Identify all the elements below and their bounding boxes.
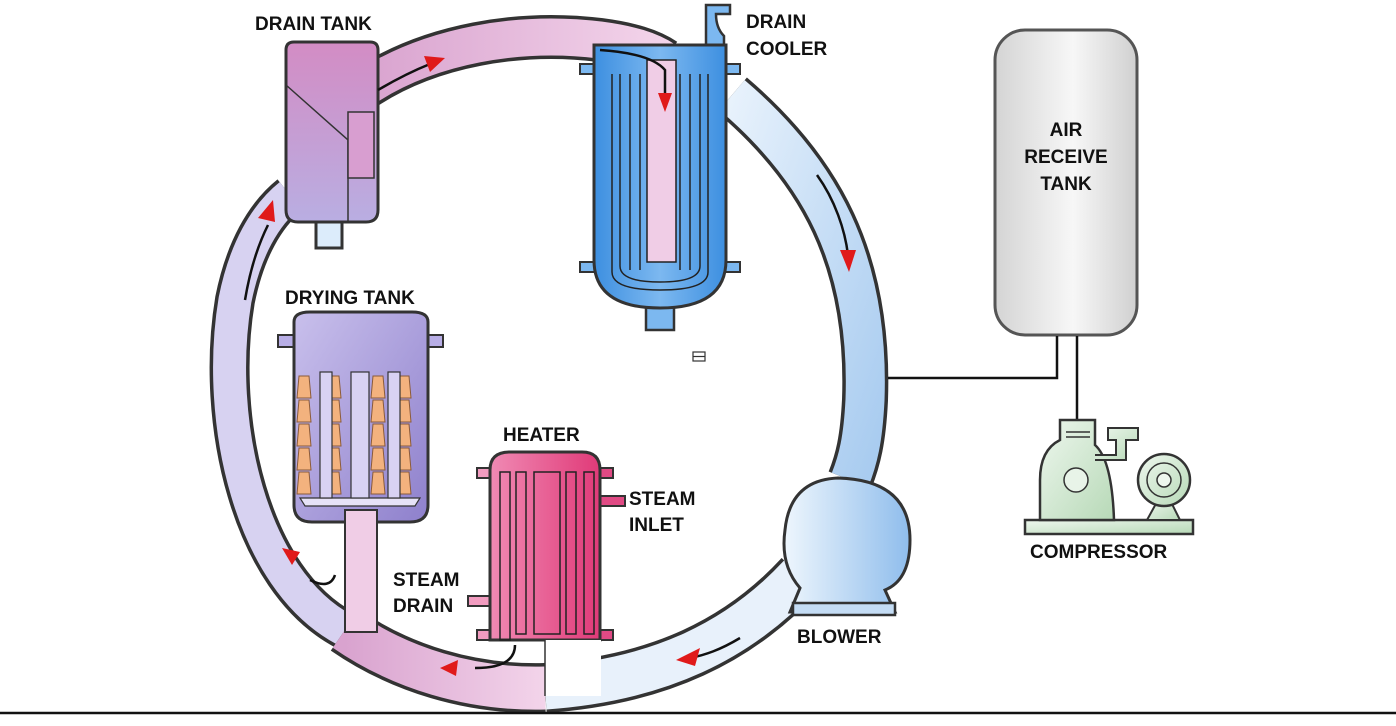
- label-drain-cooler-2: COOLER: [746, 39, 828, 60]
- desiccant-cone: [296, 423, 312, 447]
- desiccant-stacks: [296, 375, 412, 495]
- flow-arrow-top-head: [424, 56, 445, 72]
- desiccant-cone: [296, 375, 312, 399]
- flow-arrow-top: [377, 62, 431, 92]
- pipe-heater-to-drying-tank: [330, 609, 546, 714]
- air-receive-tank: [993, 28, 1139, 337]
- desiccant-cone: [370, 375, 386, 399]
- heater: [467, 450, 626, 696]
- flow-arrow-right: [815, 174, 850, 256]
- label-blower: BLOWER: [797, 627, 882, 648]
- desiccant-cone: [370, 447, 386, 471]
- label-drying-tank: DRYING TANK: [285, 288, 415, 309]
- flow-arrow-right-head: [840, 250, 856, 272]
- desiccant-cone: [296, 447, 312, 471]
- flow-arrow-left-bottom: [309, 574, 337, 586]
- flow-arrow-bottom-left-head: [440, 660, 458, 676]
- label-air-receive-tank-1: AIR: [1050, 120, 1083, 141]
- flow-arrow-left-up-head: [258, 200, 275, 222]
- drying-tank: [277, 310, 444, 633]
- air-lines: [888, 336, 1079, 420]
- label-heater: HEATER: [503, 425, 580, 446]
- flow-arrow-bottom-right-head: [676, 648, 700, 666]
- compressor: [1023, 418, 1195, 536]
- desiccant-cone: [370, 471, 386, 495]
- desiccant-cone: [370, 423, 386, 447]
- pipe-cooler-to-blower: [717, 77, 889, 489]
- label-drain-cooler-1: DRAIN: [746, 12, 806, 33]
- label-steam-inlet-1: STEAM: [629, 489, 696, 510]
- label-drain-tank: DRAIN TANK: [255, 14, 372, 35]
- flow-arrow-left-bottom-head: [282, 548, 300, 565]
- flow-arrow-left-up: [243, 224, 270, 301]
- label-steam-inlet-2: INLET: [629, 515, 684, 536]
- label-air-receive-tank-3: TANK: [1040, 174, 1092, 195]
- label-steam-drain-2: DRAIN: [393, 596, 453, 617]
- flow-arrows: [243, 56, 856, 676]
- drain-tank: [284, 40, 380, 250]
- return-pipe-left: [209, 179, 356, 648]
- label-air-receive-tank-2: RECEIVE: [1024, 147, 1107, 168]
- label-steam-drain-1: STEAM: [393, 570, 460, 591]
- desiccant-cone: [370, 399, 386, 423]
- label-compressor: COMPRESSOR: [1030, 542, 1168, 563]
- desiccant-cone: [296, 399, 312, 423]
- blower: [782, 476, 912, 617]
- small-box-symbol: [692, 351, 706, 362]
- drain-cooler: [579, 3, 741, 332]
- desiccant-cone: [296, 471, 312, 495]
- labels: DRAIN TANK DRAIN COOLER AIR RECEIVE TANK…: [255, 12, 1168, 648]
